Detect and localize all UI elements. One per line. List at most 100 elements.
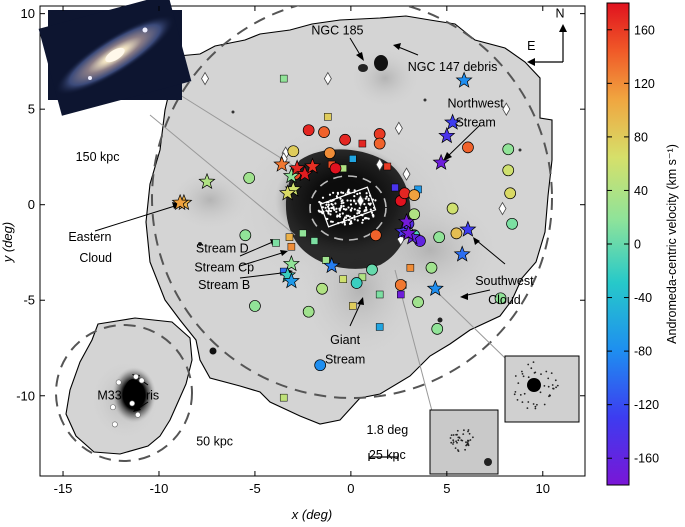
m33-marker [110, 404, 116, 411]
velocity-circle-marker [408, 208, 421, 221]
velocity-star-marker [453, 245, 471, 262]
velocity-square-marker [375, 323, 384, 331]
velocity-square-marker [279, 393, 288, 402]
x-tick-label: -5 [249, 481, 261, 496]
velocity-square-marker [279, 74, 288, 83]
annotation-label: NGC 185 [311, 24, 363, 38]
open-diamond-marker [375, 157, 384, 172]
velocity-star-marker [171, 193, 189, 211]
velocity-circle-marker [302, 124, 315, 137]
m33-marker [129, 400, 136, 407]
annotation-label: N [556, 6, 565, 20]
annotation-label: Eastern [68, 230, 111, 244]
inner-halo-ellipse [309, 175, 387, 241]
velocity-square-marker [285, 233, 294, 241]
velocity-star-marker [459, 220, 477, 237]
velocity-square-marker [358, 139, 367, 148]
m33-marker [138, 377, 145, 384]
velocity-circle-marker [408, 189, 421, 201]
colorbar-tick-label: 80 [634, 130, 648, 144]
m33-marker [134, 411, 141, 418]
annotation-label: Cloud [488, 293, 521, 307]
y-tick-label: 10 [21, 6, 35, 21]
colorbar-tick-label: 0 [634, 238, 641, 252]
halo-150kpc-circle [151, 6, 553, 399]
velocity-square-marker [272, 239, 280, 247]
velocity-circle-marker [350, 277, 363, 289]
velocity-star-marker [432, 153, 450, 170]
annotation-label: NGC 147 debris [408, 60, 498, 74]
scale-bar [368, 453, 399, 461]
velocity-square-marker [310, 237, 319, 245]
velocity-star-marker [397, 212, 416, 230]
velocity-circle-marker [366, 263, 378, 276]
open-diamond-marker [394, 121, 403, 136]
velocity-circle-marker [329, 162, 342, 175]
velocity-square-marker [375, 290, 384, 299]
y-tick-label: -5 [23, 293, 35, 308]
velocity-star-marker [282, 254, 300, 272]
y-tick-label: -10 [16, 388, 35, 403]
open-diamond-markers [201, 71, 511, 246]
colorbar-tick-label: -80 [634, 345, 652, 359]
velocity-star-marker [323, 256, 341, 274]
velocity-circle-marker [239, 229, 252, 242]
velocity-square-marker [322, 256, 330, 264]
velocity-circle-marker [302, 305, 315, 318]
colorbar-tick-label: 160 [634, 23, 655, 37]
open-diamond-marker [402, 167, 411, 181]
velocity-circle-marker [433, 231, 446, 244]
velocity-circle-marker [446, 202, 459, 215]
velocity-circle-marker [318, 126, 330, 138]
velocity-star-marker [455, 71, 473, 88]
velocity-circle-marker [316, 282, 328, 295]
velocity-circle-marker [412, 296, 424, 308]
velocity-circle-marker [394, 279, 407, 291]
colorbar-tick-label: -120 [634, 398, 659, 412]
velocity-square-marker [391, 183, 399, 192]
velocity-star-marker [282, 167, 300, 184]
velocity-circle-marker [369, 229, 382, 242]
velocity-star-marker [303, 157, 322, 174]
m33-galaxy [124, 379, 142, 409]
cluster-inset-1 [429, 409, 499, 475]
velocity-circle-marker [502, 143, 515, 156]
velocity-star-marker [282, 272, 300, 289]
velocity-square-marker [287, 242, 296, 251]
annotation-label: Southwest [475, 274, 534, 288]
velocity-circle-marker [323, 147, 336, 159]
velocity-circle-marker [314, 359, 327, 372]
annotation-label: 25 kpc [369, 448, 406, 462]
annotation-label: 50 kpc [196, 434, 233, 448]
velocity-markers [171, 71, 518, 402]
velocity-circle-marker [243, 172, 256, 184]
velocity-circle-marker [462, 141, 474, 154]
x-tick-label: 5 [443, 481, 450, 496]
x-tick-label: -10 [150, 481, 169, 496]
annotation-label: Northwest [447, 96, 504, 110]
open-diamond-marker [502, 102, 511, 116]
velocity-circle-marker [502, 164, 515, 177]
velocity-square-marker [299, 229, 307, 238]
open-diamond-marker [201, 71, 209, 86]
annotation-label: M33 debris [97, 389, 159, 403]
x-tick-label: -15 [54, 481, 73, 496]
m33-marker [133, 373, 139, 380]
y-tick-label: 5 [28, 102, 35, 117]
colorbar-label: Andromeda-centric velocity (km s⁻¹) [665, 144, 679, 344]
annotation-label: Stream B [198, 278, 250, 292]
annotation-label: Stream Cp [194, 261, 254, 275]
velocity-circle-marker [431, 323, 444, 335]
annotation-label: 1.8 deg [366, 423, 408, 437]
m33-50kpc-circle [55, 324, 193, 462]
velocity-square-marker [406, 263, 415, 272]
colorbar-tick-label: -40 [634, 291, 652, 305]
m33-marker [115, 379, 122, 386]
velocity-square-marker [397, 290, 405, 299]
annotation-label: E [527, 39, 535, 53]
velocity-circle-marker [373, 137, 386, 150]
velocity-square-marker [349, 302, 357, 310]
